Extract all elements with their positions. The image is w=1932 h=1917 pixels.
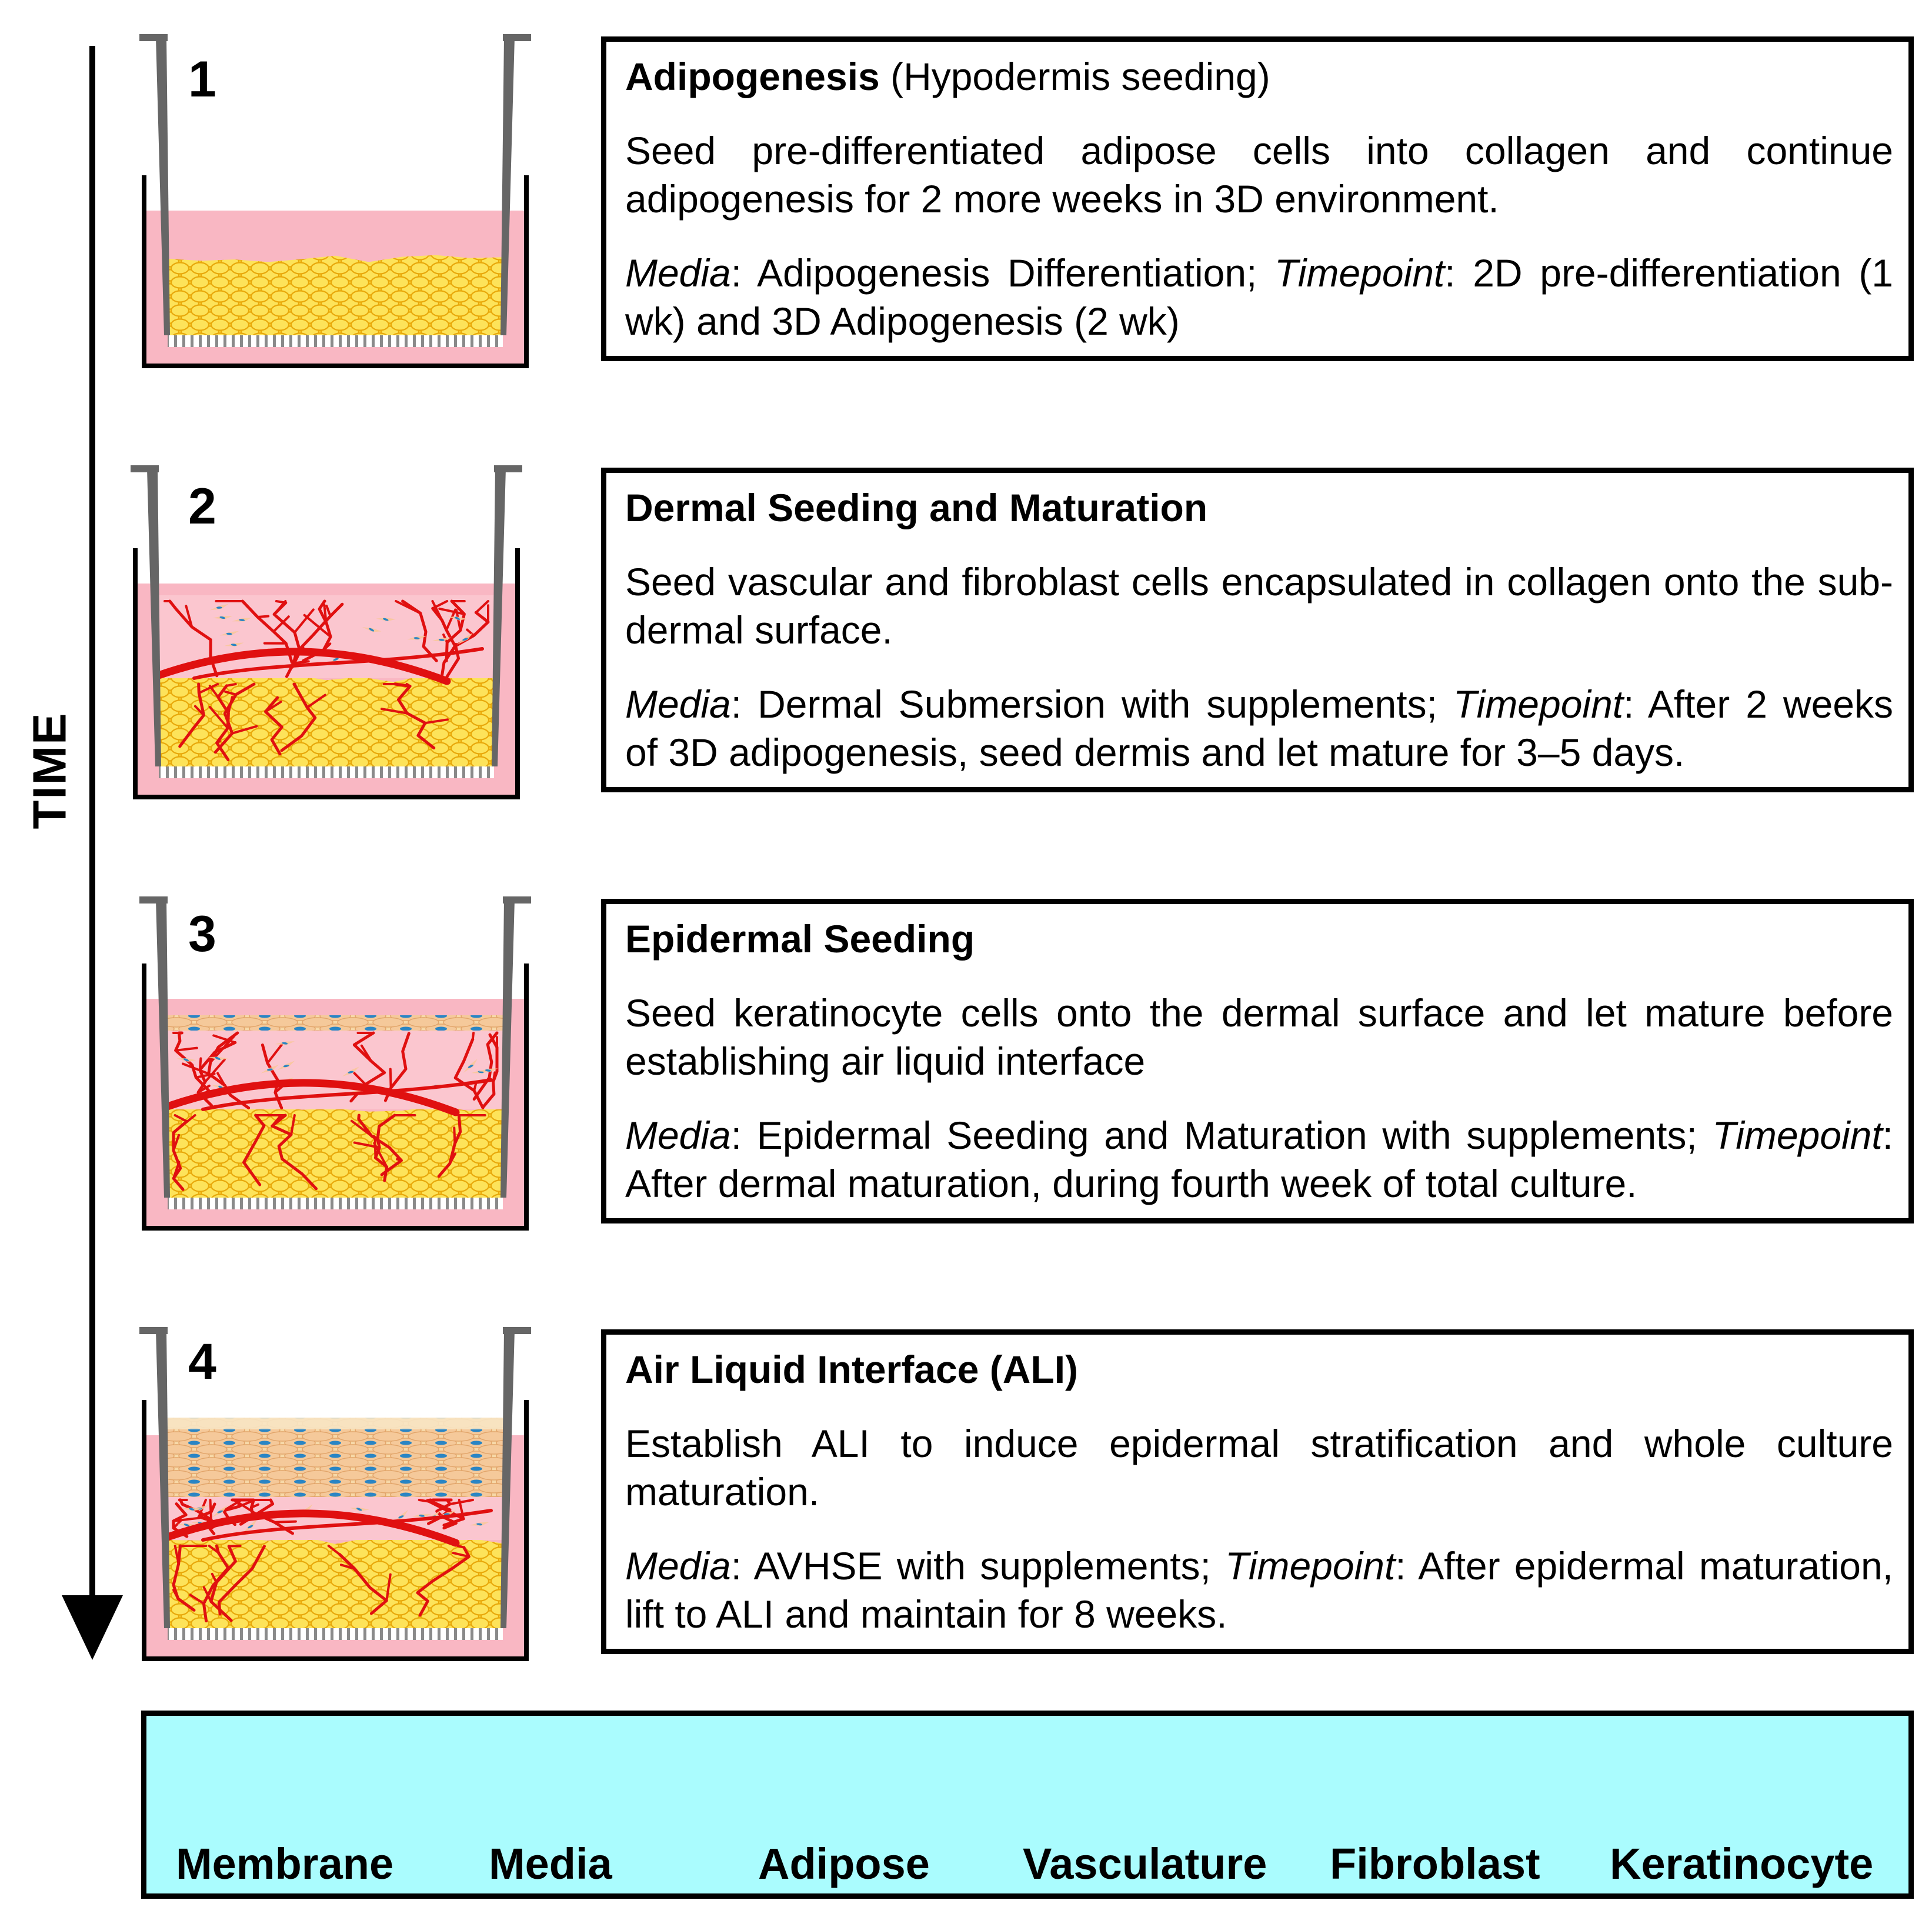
step-1-description: Seed pre-differentiated adipose cells in… bbox=[625, 129, 1893, 221]
step-4-title: Air Liquid Interface (ALI) bbox=[625, 1348, 1079, 1391]
step-4-box: Air Liquid Interface (ALI) Establish ALI… bbox=[601, 1329, 1914, 1654]
well-1 bbox=[139, 34, 531, 368]
time-arrow-head bbox=[62, 1595, 123, 1660]
well-2 bbox=[131, 465, 522, 799]
step-1-title: Adipogenesis (Hypodermis seeding) bbox=[625, 55, 1270, 98]
step-3-media-timepoint: Media: Epidermal Seeding and Maturation … bbox=[625, 1113, 1893, 1205]
step-2-number: 2 bbox=[188, 478, 216, 535]
step-4-number: 4 bbox=[188, 1333, 216, 1390]
step-3-title: Epidermal Seeding bbox=[625, 917, 975, 961]
legend: Membrane Media Adipose Vasculature Fibro… bbox=[141, 1711, 1914, 1899]
step-3-number: 3 bbox=[188, 906, 216, 962]
time-axis-label: TIME bbox=[24, 712, 76, 829]
step-2-description: Seed vascular and fibroblast cells encap… bbox=[625, 560, 1893, 652]
step-3-description: Seed keratinocyte cells onto the dermal … bbox=[625, 991, 1893, 1083]
step-4-description: Establish ALI to induce epidermal strati… bbox=[625, 1422, 1893, 1513]
step-2-box: Dermal Seeding and Maturation Seed vascu… bbox=[601, 468, 1914, 792]
step-4-media-timepoint: Media: AVHSE with supplements; Timepoint… bbox=[625, 1544, 1893, 1636]
step-3-box: Epidermal Seeding Seed keratinocyte cell… bbox=[601, 899, 1914, 1223]
legend-label-membrane: Membrane bbox=[176, 1839, 394, 1888]
step-2-title: Dermal Seeding and Maturation bbox=[625, 486, 1208, 529]
culture-wells bbox=[131, 34, 531, 1661]
well-3 bbox=[139, 896, 531, 1231]
step-1-box: Adipogenesis (Hypodermis seeding) Seed p… bbox=[601, 36, 1914, 361]
well-4 bbox=[139, 1327, 531, 1661]
legend-label-vasculature: Vasculature bbox=[1023, 1839, 1267, 1888]
legend-label-adipose: Adipose bbox=[758, 1839, 930, 1888]
step-2-media-timepoint: Media: Dermal Submersion with supplement… bbox=[625, 682, 1893, 774]
step-1-media-timepoint: Media: Adipogenesis Differentiation; Tim… bbox=[625, 251, 1893, 343]
step-1-number: 1 bbox=[188, 51, 216, 108]
legend-label-fibroblast: Fibroblast bbox=[1330, 1839, 1540, 1888]
legend-label-media: Media bbox=[489, 1839, 612, 1888]
legend-label-keratinocyte: Keratinocyte bbox=[1610, 1839, 1874, 1888]
